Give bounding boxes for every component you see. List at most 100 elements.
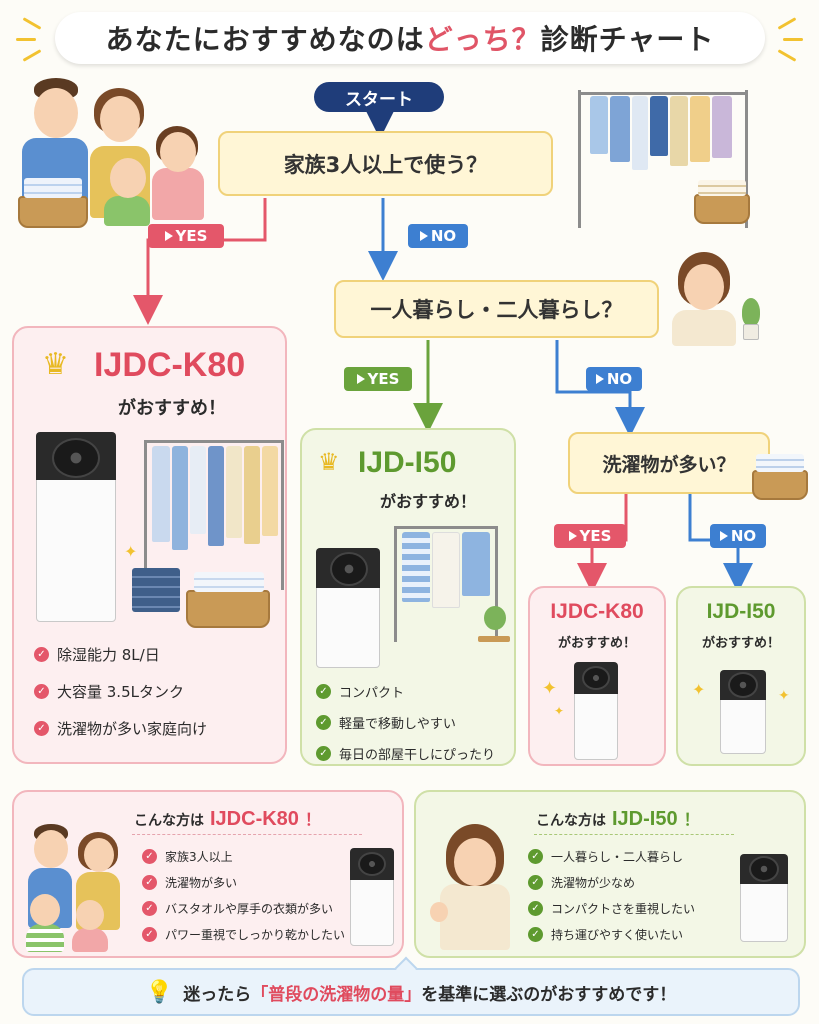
persona-item: ✓持ち運びやすく使いたい <box>528 926 695 943</box>
check-icon: ✓ <box>142 875 157 890</box>
question-laundry-amount: 洗濯物が多い？ <box>568 432 770 494</box>
feature-text: 洗濯物が多い家庭向け <box>57 720 208 738</box>
title-highlight: どっち？ <box>424 23 541 56</box>
result-recommend-text: がおすすめ！ <box>118 398 226 419</box>
sparkle-icon: ✦ <box>542 678 558 699</box>
persona-lead: こんな方は <box>536 813 606 829</box>
q1-no-tag: NO <box>408 224 468 248</box>
q2-no-label: NO <box>606 370 633 388</box>
dehumidifier-k80-small <box>574 662 618 760</box>
feature-list-i50: ✓コンパクト ✓ 軽量で移動しやすい ✓ 毎日の部屋干しにぴったり <box>316 682 495 763</box>
check-icon: ✓ <box>34 684 49 699</box>
towel-stack-q3 <box>756 454 804 472</box>
play-icon <box>356 374 365 384</box>
feature-item: ✓ 毎日の部屋干しにぴったり <box>316 744 495 763</box>
persona-panel-k80: こんな方は IJDC-K80 ！ ✓家族3人以上 ✓ 洗濯物が多い ✓ バスタオルや… <box>12 790 404 958</box>
q3-no-tag: NO <box>710 524 766 548</box>
question-family-size-text: 家族3人以上で使う？ <box>283 152 488 177</box>
q1-yes-tag: YES <box>148 224 224 248</box>
check-icon: ✓ <box>142 901 157 916</box>
persona-list-k80: ✓家族3人以上 ✓ 洗濯物が多い ✓ バスタオルや厚手の衣類が多い ✓パワー重視でし… <box>142 848 345 943</box>
persona-panel-i50: こんな方は IJD-I50 ！ ✓一人暮らし・二人暮らし ✓洗濯物が少なめ ✓コ… <box>414 790 806 958</box>
page-title: あなたにおすすめなのはどっち？診断チャート <box>55 12 765 64</box>
result-model-k80: IJDC-K80 <box>94 346 246 384</box>
question-family-size: 家族3人以上で使う？ <box>218 131 553 196</box>
persona-item: ✓コンパクトさを重視したい <box>528 900 695 917</box>
clothes-rack-image <box>144 440 284 590</box>
play-icon <box>164 231 173 241</box>
persona-underline <box>534 834 734 835</box>
feature-item: ✓コンパクト <box>316 682 495 701</box>
q2-no-tag: NO <box>586 367 642 391</box>
feature-item: ✓洗濯物が多い家庭向け <box>34 718 207 739</box>
plant-illustration <box>738 298 764 342</box>
persona-model: IJDC-K80 <box>210 808 299 830</box>
question-household-text: 一人暮らし・二人暮らし？ <box>370 298 623 322</box>
result-card-k80-large: ♛ IJDC-K80 がおすすめ！ ✦ ✓除湿能力 8L/日 ✓大容量 3.5L… <box>12 326 287 764</box>
persona-heading-k80: こんな方は IJDC-K80 ！ <box>134 806 321 831</box>
persona-item-text: バスタオルや厚手の衣類が多い <box>165 902 334 916</box>
persona-heading-i50: こんな方は IJD-I50 ！ <box>536 806 700 831</box>
feature-item: ✓除湿能力 8L/日 <box>34 644 207 665</box>
question-laundry-amount-text: 洗濯物が多い？ <box>602 453 736 476</box>
sparkle-icon: ✦ <box>124 542 138 561</box>
check-icon: ✓ <box>528 849 543 864</box>
arrow-q2-no <box>555 340 645 437</box>
tip-suffix: を基準に選ぶのがおすすめです！ <box>421 984 677 1005</box>
result-model-k80-small: IJDC-K80 <box>550 600 644 623</box>
check-icon: ✓ <box>528 927 543 942</box>
q2-yes-label: YES <box>367 370 400 388</box>
dehumidifier-i50-persona <box>740 854 788 942</box>
title-suffix: 診断チャート <box>540 23 715 56</box>
check-icon: ✓ <box>528 875 543 890</box>
persona-list-i50: ✓一人暮らし・二人暮らし ✓洗濯物が少なめ ✓コンパクトさを重視したい ✓持ち運… <box>528 848 695 943</box>
check-icon: ✓ <box>316 715 331 730</box>
title-prefix: あなたにおすすめなのは <box>105 23 425 56</box>
crown-icon: ♛ <box>42 347 69 382</box>
result-recommend-text: がおすすめ！ <box>557 636 636 651</box>
side-table-plant <box>478 606 510 662</box>
persona-item-text: 一人暮らし・二人暮らし <box>551 850 684 864</box>
tip-prefix: 迷ったら <box>183 984 252 1005</box>
check-icon: ✓ <box>142 927 157 942</box>
feature-item: ✓ 軽量で移動しやすい <box>316 713 495 732</box>
check-icon: ✓ <box>316 746 331 761</box>
towel-stack <box>194 572 264 592</box>
family-persona-illustration <box>22 822 126 952</box>
play-icon <box>595 374 604 384</box>
tip-highlight: 「普段の洗濯物の量」 <box>251 984 422 1005</box>
q2-yes-tag: YES <box>344 367 412 391</box>
lightbulb-icon: 💡 <box>145 979 174 1005</box>
persona-item: ✓洗濯物が少なめ <box>528 874 695 891</box>
result-model-i50-small: IJD-I50 <box>706 600 776 623</box>
play-icon <box>568 531 577 541</box>
question-household: 一人暮らし・二人暮らし？ <box>334 280 659 338</box>
feature-text: 軽量で移動しやすい <box>339 717 456 732</box>
q1-no-label: NO <box>430 227 457 245</box>
persona-item-text: 洗濯物が多い <box>165 876 238 890</box>
persona-mark: ！ <box>683 810 700 829</box>
dehumidifier-i50-image <box>316 548 380 668</box>
tip-callout: 💡 迷ったら「普段の洗濯物の量」を基準に選ぶのがおすすめです！ <box>22 968 800 1016</box>
result-card-i50-small: IJD-I50 がおすすめ！ ✦ ✦ <box>676 586 806 766</box>
q3-no-label: NO <box>730 527 757 545</box>
woman-ok-illustration <box>430 822 522 952</box>
result-recommend-text: がおすすめ！ <box>701 636 780 651</box>
check-icon: ✓ <box>142 849 157 864</box>
persona-underline <box>132 834 362 835</box>
persona-item-text: コンパクトさを重視したい <box>551 902 696 916</box>
check-icon: ✓ <box>316 684 331 699</box>
tip-text: 迷ったら「普段の洗濯物の量」を基準に選ぶのがおすすめです！ <box>183 980 676 1005</box>
sparkle-icon: ✦ <box>692 680 706 699</box>
q3-yes-tag: YES <box>554 524 626 548</box>
play-icon <box>719 531 728 541</box>
persona-item: ✓ バスタオルや厚手の衣類が多い <box>142 900 345 917</box>
feature-text: 除湿能力 8L/日 <box>57 646 160 664</box>
play-icon <box>419 231 428 241</box>
feature-text: 毎日の部屋干しにぴったり <box>339 748 496 763</box>
laundry-basket-q3 <box>752 470 808 500</box>
dehumidifier-k80-image <box>36 432 116 622</box>
persona-item: ✓パワー重視でしっかり乾かしたい <box>142 926 345 943</box>
persona-item: ✓ 一人暮らし・二人暮らし <box>528 848 695 865</box>
persona-item: ✓家族3人以上 <box>142 848 345 865</box>
